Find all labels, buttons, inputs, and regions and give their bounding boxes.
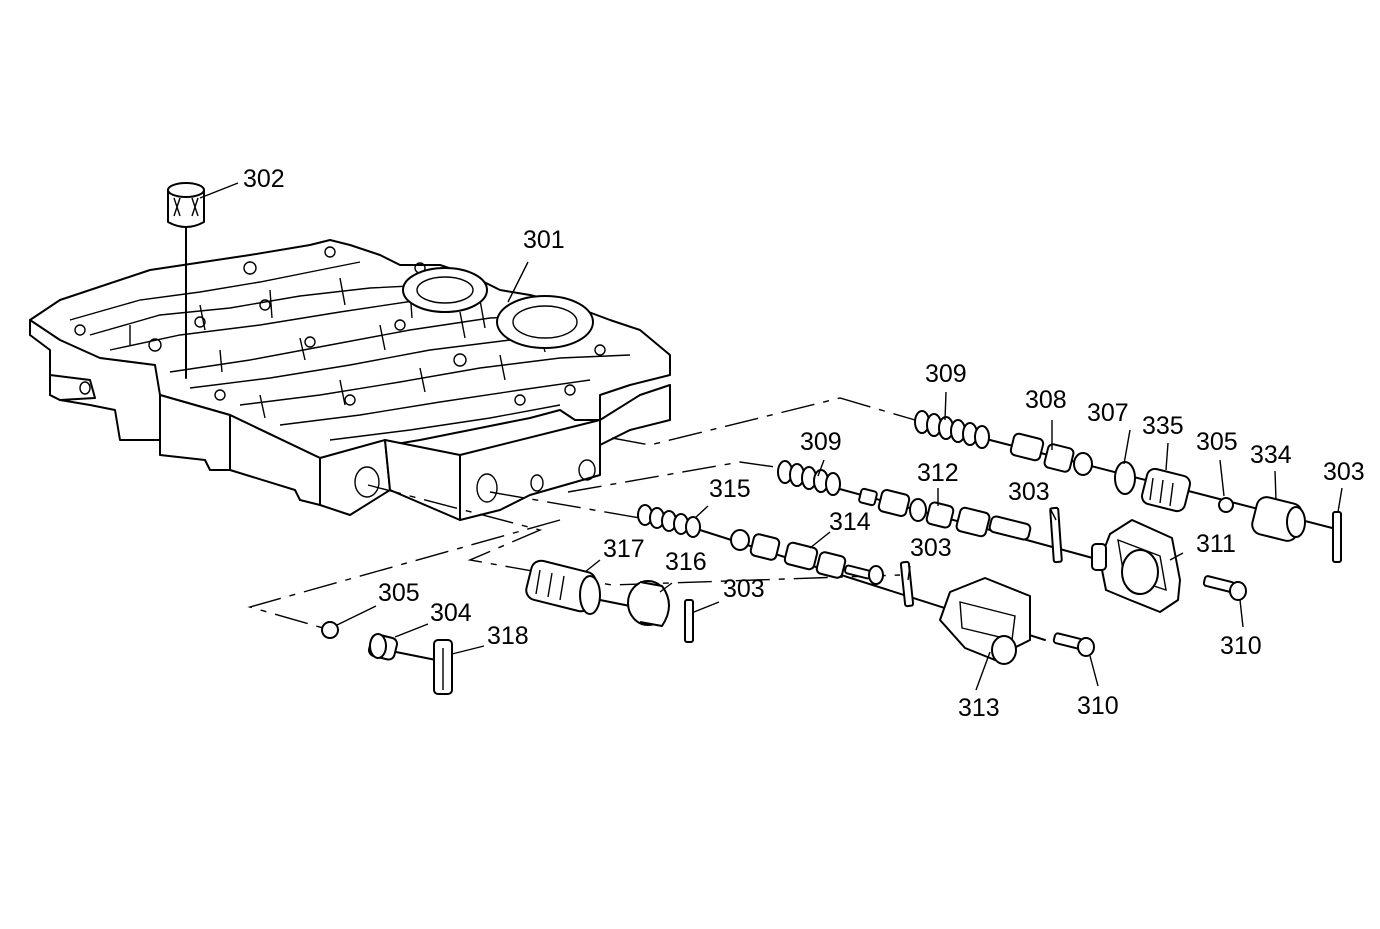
callout-310-right: 310 bbox=[1220, 632, 1262, 660]
callout-304: 304 bbox=[430, 599, 472, 627]
callout-301: 301 bbox=[523, 226, 565, 254]
callout-307: 307 bbox=[1087, 399, 1129, 427]
callout-302: 302 bbox=[243, 165, 285, 193]
callout-318: 318 bbox=[487, 622, 529, 650]
plug-part-335 bbox=[1140, 467, 1192, 513]
spring-part-315 bbox=[637, 504, 701, 538]
middle-valve-train bbox=[777, 460, 1247, 613]
callout-312: 312 bbox=[917, 459, 959, 487]
callout-303-lower: 303 bbox=[910, 534, 952, 562]
callout-309-lower: 309 bbox=[800, 428, 842, 456]
valve-part-308 bbox=[1009, 432, 1093, 476]
callout-310-lower: 310 bbox=[1077, 692, 1119, 720]
callout-317: 317 bbox=[603, 535, 645, 563]
callout-313: 313 bbox=[958, 694, 1000, 722]
callout-314: 314 bbox=[829, 508, 871, 536]
callout-335: 335 bbox=[1142, 412, 1184, 440]
callout-311: 311 bbox=[1196, 530, 1236, 558]
ball-part-305-lower bbox=[321, 621, 339, 639]
ball-part-305-upper bbox=[1218, 497, 1234, 513]
lower-valve-train bbox=[637, 504, 1095, 665]
pin-part-303-bottom bbox=[684, 599, 694, 643]
filter-part-302 bbox=[167, 182, 205, 228]
ring-part-307 bbox=[1114, 461, 1136, 495]
callout-305-upper: 305 bbox=[1196, 428, 1238, 456]
pin-part-303-middle bbox=[1049, 506, 1063, 564]
plug-part-304 bbox=[367, 633, 399, 661]
pin-part-303-lower bbox=[899, 560, 915, 608]
plug-part-334 bbox=[1251, 496, 1306, 542]
callout-334: 334 bbox=[1250, 441, 1292, 469]
callout-303-bottom: 303 bbox=[723, 575, 765, 603]
leader-lines bbox=[199, 182, 1343, 691]
bolt-part-310-lower bbox=[1052, 632, 1095, 657]
spring-part-309-upper bbox=[914, 410, 990, 449]
plug-part-317 bbox=[525, 559, 601, 615]
callout-303-middle: 303 bbox=[1008, 478, 1050, 506]
solenoid-part-311 bbox=[1091, 519, 1181, 613]
callout-316: 316 bbox=[665, 548, 707, 576]
bottom-left-parts bbox=[321, 559, 694, 695]
callout-labels: 302 301 309 308 307 335 305 334 303 309 … bbox=[243, 165, 1365, 722]
pin-part-303-right bbox=[1332, 511, 1342, 563]
callout-305-lower: 305 bbox=[378, 579, 420, 607]
pin-part-318 bbox=[433, 639, 453, 695]
valve-part-314 bbox=[730, 529, 884, 585]
spring-part-309-lower bbox=[777, 460, 841, 496]
alignment-lines bbox=[247, 397, 916, 631]
valve-part-312 bbox=[858, 487, 1032, 541]
upper-valve-train bbox=[914, 410, 1342, 563]
valve-body-part-301 bbox=[29, 227, 671, 521]
bolt-part-310-right bbox=[1202, 575, 1247, 601]
solenoid-part-313 bbox=[939, 577, 1031, 665]
callout-303-right: 303 bbox=[1323, 458, 1365, 486]
callout-309-upper: 309 bbox=[925, 360, 967, 388]
callout-308: 308 bbox=[1025, 386, 1067, 414]
plug-part-316 bbox=[627, 580, 670, 627]
callout-315: 315 bbox=[709, 475, 751, 503]
